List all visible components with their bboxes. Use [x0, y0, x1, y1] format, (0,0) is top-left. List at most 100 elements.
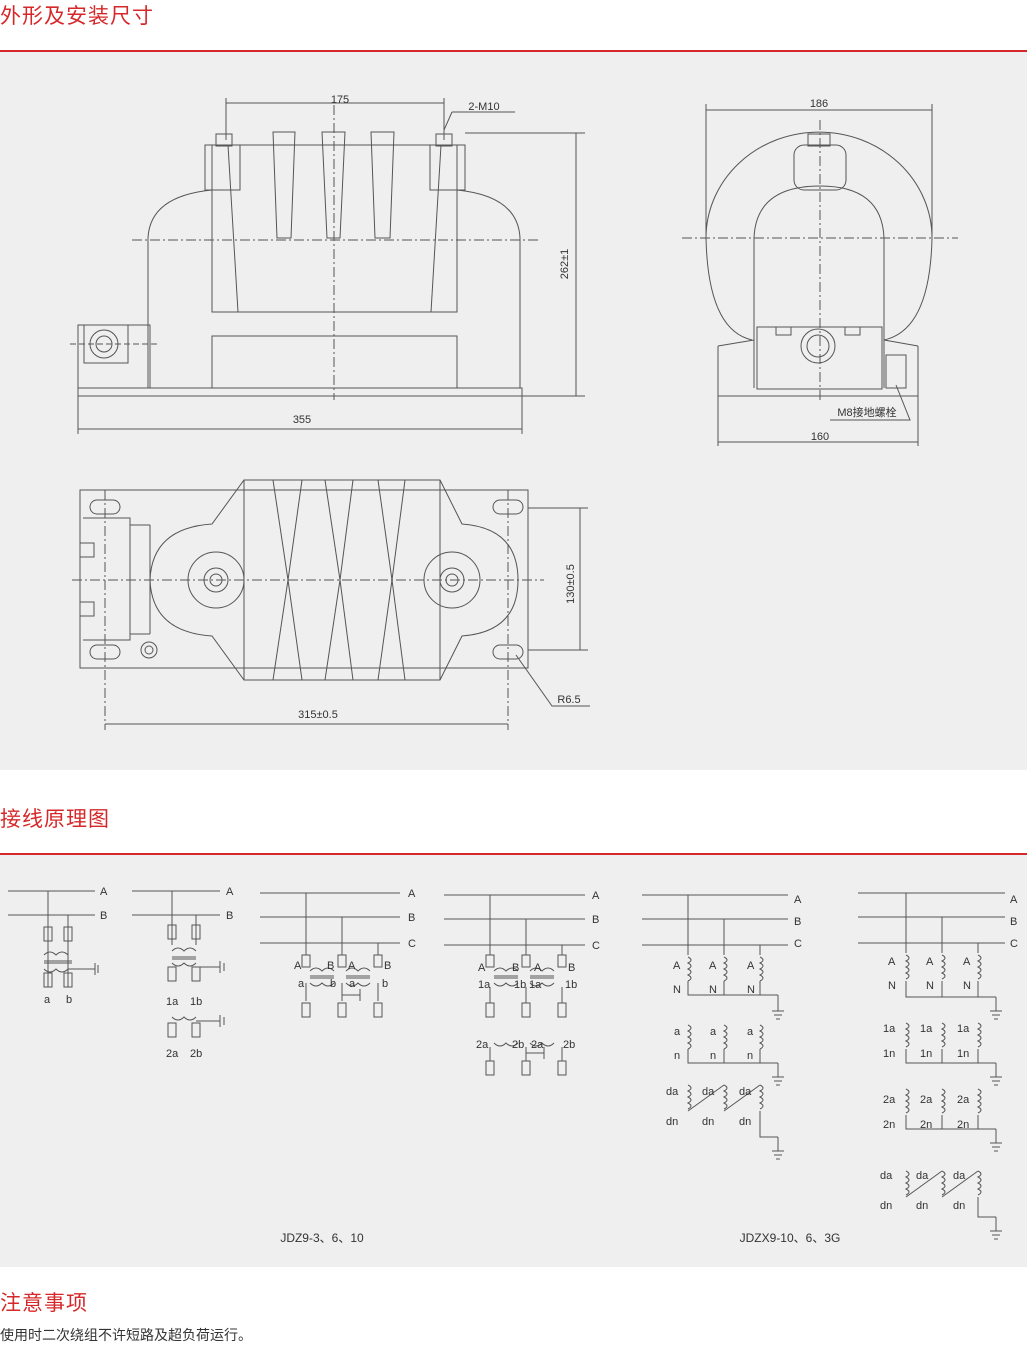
outline-drawing: 175 2-M10 262±1 355 186 M8接地螺栓 160 130±0…	[70, 94, 958, 730]
label-2a: 2a	[957, 1094, 970, 1106]
label-B: B	[592, 914, 599, 926]
label-1a: 1a	[883, 1023, 896, 1035]
label-dn: dn	[916, 1200, 928, 1212]
label-A: A	[1010, 894, 1018, 906]
wiring-panel	[0, 855, 1027, 1267]
dim-bolt-spec: 2-M10	[468, 101, 499, 113]
label-C: C	[592, 940, 600, 952]
wiring-labels: A B a b A B 1a 1b 2a 2b A B C A B A B a …	[44, 886, 1018, 1212]
dim-side-width: 186	[810, 98, 828, 110]
label-1a: 1a	[478, 979, 491, 991]
label-A: A	[534, 962, 542, 974]
label-C: C	[408, 938, 416, 950]
label-n: n	[747, 1050, 753, 1062]
label-1a: 1a	[957, 1023, 970, 1035]
label-da: da	[739, 1086, 752, 1098]
dim-base-length: 355	[293, 414, 311, 426]
label-B: B	[226, 910, 233, 922]
dim-mount-spacing: 315±0.5	[298, 709, 338, 721]
label-C: C	[794, 938, 802, 950]
label-A: A	[408, 888, 416, 900]
wiring-diagram-5	[642, 894, 788, 1160]
label-1n: 1n	[883, 1048, 895, 1060]
label-a: a	[349, 978, 356, 990]
label-A: A	[963, 956, 971, 968]
label-A: A	[794, 894, 802, 906]
label-dn: dn	[666, 1116, 678, 1128]
label-b: b	[66, 994, 72, 1006]
dim-side-base: 160	[811, 431, 829, 443]
label-B: B	[384, 960, 391, 972]
label-B: B	[794, 916, 801, 928]
notes-text: 使用时二次绕组不许短路及超负荷运行。	[0, 1328, 252, 1344]
label-2n: 2n	[957, 1119, 969, 1131]
label-A: A	[888, 956, 896, 968]
label-2n: 2n	[883, 1119, 895, 1131]
label-B: B	[568, 962, 575, 974]
section-divider	[0, 50, 1027, 52]
label-n: n	[710, 1050, 716, 1062]
label-A: A	[673, 960, 681, 972]
label-A: A	[709, 960, 717, 972]
label-2b: 2b	[190, 1048, 202, 1060]
label-N: N	[926, 980, 934, 992]
label-1a: 1a	[920, 1023, 933, 1035]
label-dn: dn	[702, 1116, 714, 1128]
label-2b: 2b	[512, 1039, 524, 1051]
plan-view	[72, 479, 590, 730]
label-2a: 2a	[920, 1094, 933, 1106]
label-dn: dn	[880, 1200, 892, 1212]
label-2a: 2a	[883, 1094, 896, 1106]
label-N: N	[747, 984, 755, 996]
label-a: a	[710, 1026, 717, 1038]
wiring-diagram-1	[8, 890, 99, 988]
label-1b: 1b	[190, 996, 202, 1008]
label-A: A	[478, 962, 486, 974]
section-divider	[0, 853, 1027, 855]
side-view	[682, 104, 958, 446]
label-C: C	[1010, 938, 1018, 950]
label-a: a	[674, 1026, 681, 1038]
label-da: da	[916, 1170, 929, 1182]
label-B: B	[100, 910, 107, 922]
label-2n: 2n	[920, 1119, 932, 1131]
label-1b: 1b	[565, 979, 577, 991]
label-da: da	[953, 1170, 966, 1182]
label-1a: 1a	[166, 996, 179, 1008]
section-title-notes: 注意事项	[0, 1291, 88, 1315]
label-B: B	[327, 960, 334, 972]
label-A: A	[592, 890, 600, 902]
wiring-diagram-2	[132, 890, 225, 1038]
dim-ground-bolt: M8接地螺栓	[837, 405, 896, 419]
label-1a: 1a	[529, 979, 542, 991]
dim-plan-width: 130±0.5	[565, 564, 577, 604]
label-A: A	[348, 960, 356, 972]
dim-top-width: 175	[331, 94, 349, 106]
label-2a: 2a	[531, 1039, 544, 1051]
label-b: b	[330, 978, 336, 990]
label-A: A	[100, 886, 108, 898]
section-title-wiring: 接线原理图	[0, 807, 110, 831]
label-a: a	[298, 978, 305, 990]
label-1n: 1n	[920, 1048, 932, 1060]
label-da: da	[666, 1086, 679, 1098]
label-N: N	[963, 980, 971, 992]
wiring-diagram-6	[858, 892, 1005, 1240]
label-A: A	[226, 886, 234, 898]
front-view	[70, 98, 585, 434]
label-dn: dn	[739, 1116, 751, 1128]
label-1n: 1n	[957, 1048, 969, 1060]
label-2a: 2a	[476, 1039, 489, 1051]
label-A: A	[926, 956, 934, 968]
label-B: B	[1010, 916, 1017, 928]
label-A: A	[294, 960, 302, 972]
wiring-diagrams: A B a b A B 1a 1b 2a 2b A B C A B A B a …	[8, 886, 1018, 1245]
label-da: da	[880, 1170, 893, 1182]
label-2b: 2b	[563, 1039, 575, 1051]
model-label-left: JDZ9-3、6、10	[280, 1231, 364, 1245]
label-N: N	[709, 984, 717, 996]
model-label-right: JDZX9-10、6、3G	[740, 1231, 841, 1245]
label-N: N	[888, 980, 896, 992]
label-1b: 1b	[514, 979, 526, 991]
label-dn: dn	[953, 1200, 965, 1212]
